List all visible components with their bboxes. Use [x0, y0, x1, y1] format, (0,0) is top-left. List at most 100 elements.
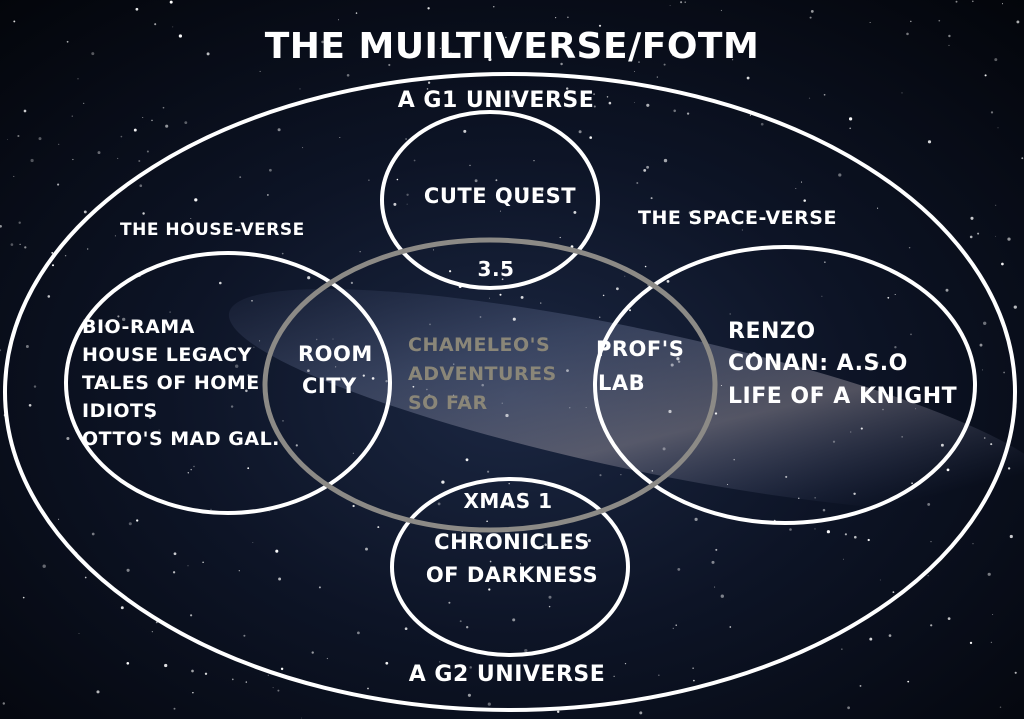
star — [517, 547, 520, 550]
star — [64, 255, 67, 257]
star — [848, 117, 853, 121]
star — [752, 352, 756, 356]
star — [499, 293, 502, 296]
star — [970, 216, 974, 220]
star — [663, 63, 666, 66]
star — [733, 458, 735, 461]
star — [656, 76, 658, 78]
star — [548, 605, 551, 608]
star — [267, 194, 269, 196]
star — [573, 210, 577, 214]
star — [859, 684, 862, 687]
star — [930, 624, 933, 627]
star — [972, 543, 974, 545]
star — [128, 522, 132, 526]
star — [999, 706, 1002, 709]
list-item: TALES OF HOME — [82, 372, 260, 394]
star — [429, 323, 431, 326]
star — [1007, 467, 1011, 470]
star — [172, 26, 174, 28]
star — [946, 468, 950, 472]
house-verse-list: BIO-RAMA HOUSE LEGACY TALES OF HOME IDIO… — [82, 316, 279, 450]
star — [887, 296, 890, 299]
page-title: THE MUILTIVERSE/FOTM — [265, 26, 760, 67]
star — [822, 508, 826, 512]
chronicles-line2: OF DARKNESS — [426, 563, 598, 587]
star — [66, 40, 69, 43]
star — [28, 403, 32, 407]
star — [467, 693, 471, 697]
star — [0, 224, 2, 228]
star — [566, 87, 569, 90]
star — [969, 235, 973, 239]
star — [992, 614, 994, 615]
star — [238, 226, 240, 228]
star — [892, 591, 895, 593]
star — [817, 390, 821, 394]
star — [869, 21, 871, 23]
star — [396, 178, 399, 181]
star — [151, 631, 153, 633]
star — [555, 17, 557, 19]
star — [448, 601, 451, 604]
star — [711, 560, 715, 564]
star — [578, 130, 582, 134]
star — [352, 504, 355, 508]
star — [599, 316, 601, 318]
star — [651, 470, 653, 472]
star — [393, 202, 397, 206]
star — [606, 96, 609, 98]
star — [882, 408, 884, 411]
star — [540, 302, 542, 304]
star — [487, 702, 491, 706]
star — [714, 412, 718, 415]
star — [268, 510, 270, 512]
star — [58, 518, 60, 520]
star — [427, 81, 431, 84]
star — [18, 221, 21, 224]
star — [142, 116, 144, 119]
star — [206, 52, 210, 56]
star — [25, 345, 29, 348]
star — [259, 70, 261, 72]
star — [984, 74, 987, 77]
star — [352, 452, 354, 454]
star — [17, 134, 20, 138]
star — [326, 657, 329, 660]
star — [371, 377, 375, 380]
star — [995, 204, 997, 206]
star — [388, 63, 391, 67]
list-item: IDIOTS — [82, 400, 158, 422]
star — [120, 606, 124, 610]
star — [453, 363, 455, 365]
star — [204, 672, 208, 675]
star — [599, 474, 602, 477]
star — [404, 627, 408, 631]
star — [164, 663, 168, 668]
star — [488, 588, 491, 591]
outer-universe-ellipse — [3, 72, 1017, 712]
star — [204, 378, 206, 381]
star — [501, 402, 503, 404]
star — [190, 468, 192, 471]
star — [453, 394, 455, 396]
star — [844, 533, 847, 536]
star — [2, 702, 6, 705]
star — [990, 641, 993, 644]
star — [930, 541, 932, 543]
star — [602, 294, 605, 297]
star — [138, 160, 141, 162]
star — [1013, 305, 1017, 309]
star — [187, 565, 189, 567]
star — [616, 287, 619, 291]
star — [955, 0, 958, 3]
list-item: RENZO — [728, 319, 816, 344]
center-label-line3: SO FAR — [408, 392, 488, 414]
star — [439, 47, 441, 49]
star — [84, 576, 87, 579]
star — [501, 278, 504, 281]
star — [280, 667, 284, 671]
star — [243, 634, 246, 637]
star — [362, 374, 365, 377]
star — [299, 88, 301, 90]
